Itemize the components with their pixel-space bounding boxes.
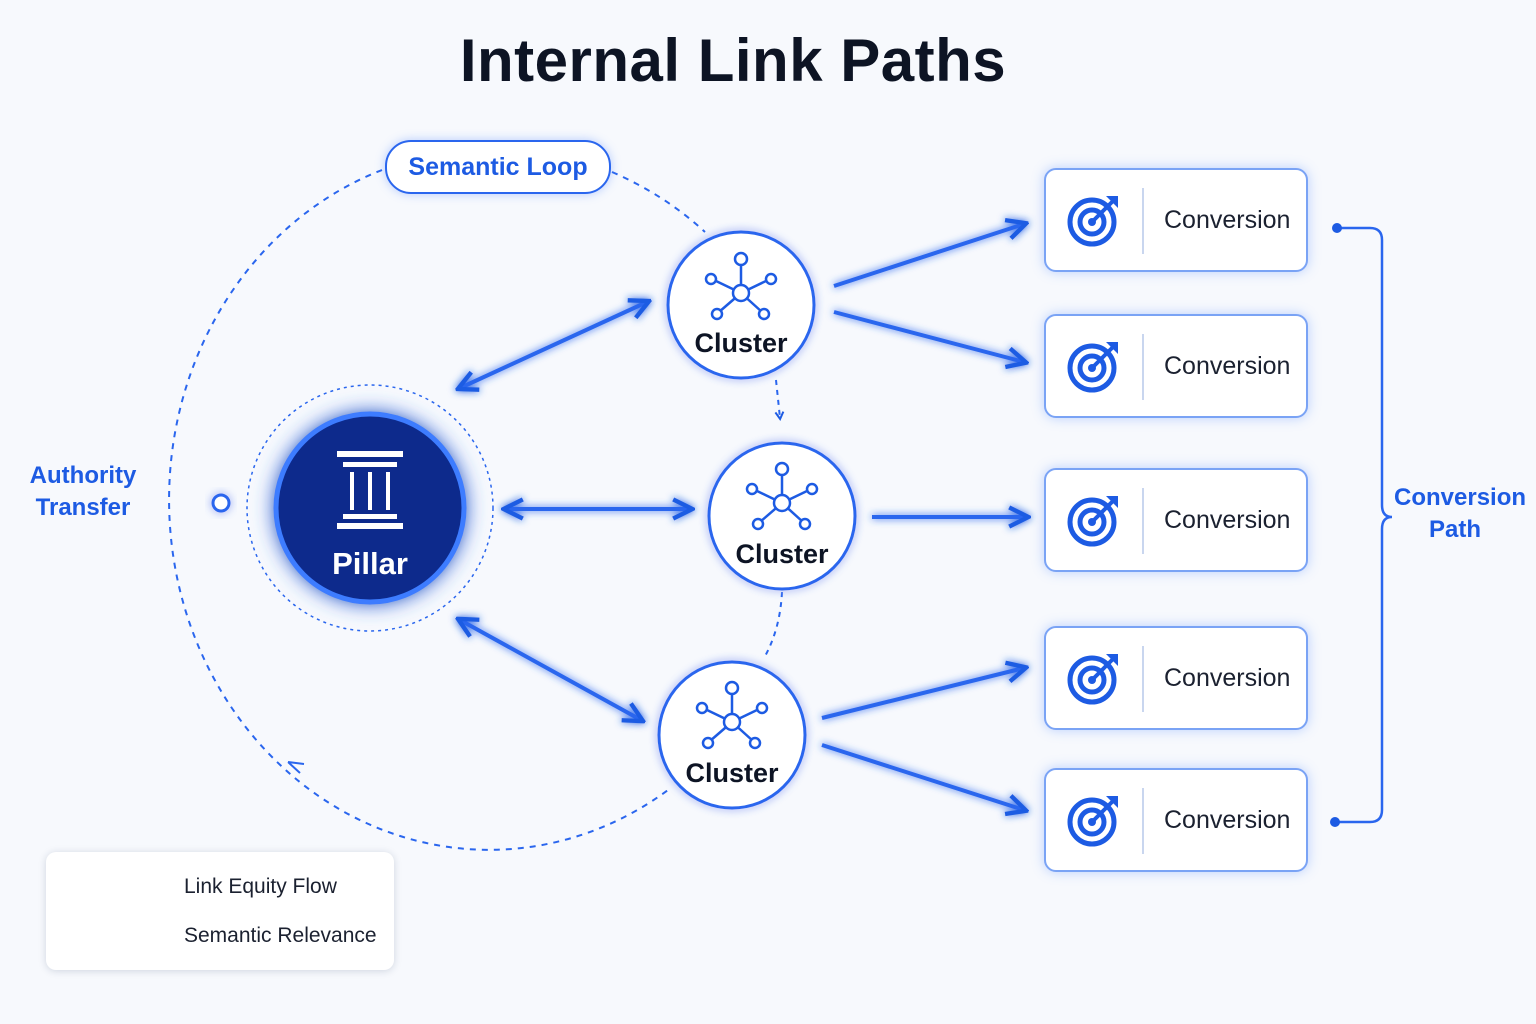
bracket-dot-bottom [1330,817,1340,827]
conversion-path-bracket [1336,226,1393,824]
semantic-loop-path [168,169,669,851]
network-nodes-icon [745,461,819,531]
legend-dashed-label: Semantic Relevance [184,924,377,947]
semantic-loop-label: Semantic Loop [408,152,588,181]
conversion-card-5: Conversion [1044,768,1308,872]
semantic-loop-arrow [287,761,305,774]
card-divider [1142,488,1144,554]
target-arrow-icon [1067,196,1118,247]
cluster-label-3: Cluster [685,758,779,788]
pillar-cluster1-link [460,302,647,388]
conversion-card-1: Conversion [1044,168,1308,272]
legend: Link Equity Flow Semantic Relevance [46,852,394,970]
cluster-node-2 [707,441,857,591]
card-divider [1142,788,1144,854]
target-arrow-icon [1067,654,1118,705]
conversion-card-2: Conversion [1044,314,1308,418]
cluster-link-dashed [774,379,785,421]
cluster1-conv2-link [833,310,1024,362]
pillar-cluster3-link [460,620,641,720]
target-arrow-icon [1067,496,1118,547]
conversion-path-line2: Path [1428,516,1481,543]
conversion-label-3: Conversion [1164,506,1291,534]
cluster-link-dashed-lower [763,591,783,659]
card-divider [1142,646,1144,712]
conversion-label-2: Conversion [1164,352,1291,380]
semantic-loop-path-top [611,171,706,233]
conversion-card-3: Conversion [1044,468,1308,572]
conversion-label-1: Conversion [1164,206,1291,234]
cluster-node-1 [666,230,816,380]
card-divider [1142,188,1144,254]
cluster1-conv1-link [833,224,1024,288]
cluster-node-3 [657,660,807,810]
authority-transfer-line1: Authority [29,462,137,489]
semantic-loop-badge: Semantic Loop [385,140,611,194]
cluster-label-2: Cluster [735,539,829,569]
cluster3-conv5-link [821,743,1024,810]
pillar-columns-icon [337,451,403,529]
authority-transfer-label: Authority Transfer [22,460,144,524]
network-nodes-icon [695,680,769,750]
cluster3-conv4-link [821,668,1024,720]
pillar-halo [246,384,494,632]
legend-solid-label: Link Equity Flow [184,875,337,898]
network-nodes-icon [704,251,778,321]
pillar-label: Pillar [332,546,408,581]
conversion-label-5: Conversion [1164,806,1291,834]
card-divider [1142,334,1144,400]
authority-dot [211,493,231,513]
conversion-path-line1: Conversion [1394,484,1527,511]
conversion-card-4: Conversion [1044,626,1308,730]
cluster-label-1: Cluster [694,328,788,358]
conversion-label-4: Conversion [1164,664,1291,692]
target-arrow-icon [1067,342,1118,393]
bracket-dot-top [1332,223,1342,233]
authority-transfer-line2: Transfer [35,494,131,521]
target-arrow-icon [1067,796,1118,847]
conversion-path-label: Conversion Path [1394,482,1527,546]
page-title: Internal Link Paths [459,27,1007,94]
